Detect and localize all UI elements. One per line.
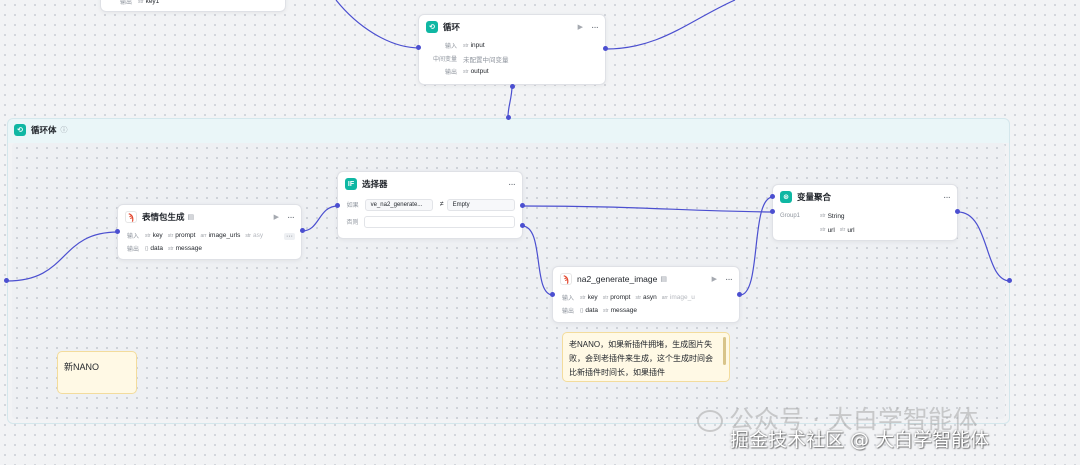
port[interactable] (335, 203, 340, 208)
aggregate-icon: ⊛ (780, 191, 792, 203)
output-chip: {}data (580, 307, 598, 314)
operator[interactable]: ≠ (439, 201, 444, 208)
variable-label: 中间变量 (432, 57, 457, 63)
port[interactable] (520, 203, 525, 208)
expand-more-icon[interactable]: ··· (284, 233, 295, 240)
play-icon[interactable]: ▶ (711, 276, 717, 283)
input-label: 输入 (561, 296, 574, 302)
more-icon[interactable]: ··· (508, 178, 516, 190)
node-title: 表情包生成 (142, 212, 185, 222)
node-title: 选择器 (362, 179, 388, 189)
doc-icon: ▤ (660, 276, 667, 283)
note-text: 新NANO (64, 362, 100, 372)
more-icon[interactable]: ··· (591, 21, 599, 33)
note-text: 老NANO，如果新插件拥堵，生成图片失败，会到老插件来生成，这个生成时间会比新插… (569, 340, 713, 377)
watermark-juejin: 掘金技术社区 @ 大白学智能体 (730, 429, 990, 451)
note-old-nano[interactable]: 老NANO，如果新插件拥堵，生成图片失败，会到老插件来生成，这个生成时间会比新插… (562, 332, 730, 382)
input-label: 输入 (444, 44, 457, 50)
if-icon: IF (345, 178, 357, 190)
condition-variable[interactable]: ve_na2_generate... (364, 198, 433, 211)
note-new-nano[interactable]: 新NANO (57, 351, 137, 394)
play-icon[interactable]: ▶ (577, 24, 583, 31)
plugin-icon: ϡ (560, 273, 572, 285)
play-icon[interactable]: ▶ (273, 214, 279, 221)
port[interactable] (506, 115, 511, 120)
port[interactable] (300, 228, 305, 233)
output-chip: {}data (145, 245, 163, 252)
loop-body-icon: ⟲ (14, 124, 26, 136)
condition-value[interactable]: Empty (446, 198, 515, 211)
loop-body-group[interactable]: ⟲ 循环体 ⓘ (7, 118, 1010, 424)
wechat-icon (697, 410, 723, 432)
info-icon[interactable]: ⓘ (60, 127, 68, 134)
type-icon: str (138, 0, 144, 5)
group-title: 循环体 (31, 125, 57, 135)
port[interactable] (770, 209, 775, 214)
else-branch[interactable] (364, 215, 515, 228)
port[interactable] (550, 292, 555, 297)
input-label: 输入 (126, 234, 139, 240)
more-icon[interactable]: ··· (725, 273, 733, 285)
more-icon[interactable]: ··· (943, 191, 951, 203)
output-label: 输出 (444, 70, 457, 76)
port[interactable] (115, 229, 120, 234)
output-label: 输出 (561, 309, 574, 315)
node-title: na2_generate_image (577, 274, 658, 284)
edge-loop-to-top-right (605, 0, 736, 50)
port[interactable] (520, 223, 525, 228)
else-label: 否则 (346, 220, 359, 226)
doc-icon: ▤ (187, 214, 195, 221)
port[interactable] (737, 292, 742, 297)
port[interactable] (510, 84, 515, 89)
edge-top-left-to-loop (335, 0, 421, 49)
edge-loop-to-body (507, 85, 513, 118)
port[interactable] (1007, 278, 1012, 283)
note-scrollbar[interactable] (723, 337, 726, 365)
output-label: 输出 (126, 247, 139, 253)
node-title: 循环 (443, 22, 461, 32)
variable-value: 未配置中间变量 (463, 56, 509, 64)
watermark-wechat: 公众号 · 大白学智能体 (697, 400, 978, 436)
port[interactable] (770, 194, 775, 199)
output-label: 输出 (119, 0, 132, 6)
port[interactable] (955, 209, 960, 214)
node-title: 变量聚合 (797, 192, 832, 202)
loop-icon: ⟲ (426, 21, 438, 33)
port[interactable] (4, 278, 9, 283)
selector-node[interactable]: IF 选择器 ··· 如果 ve_na2_generate... ≠ Empty… (337, 171, 523, 239)
port[interactable] (603, 46, 608, 51)
if-label: 如果 (346, 203, 359, 209)
more-icon[interactable]: ··· (287, 211, 295, 223)
port[interactable] (416, 45, 421, 50)
group-label: Group1 (780, 213, 801, 219)
plugin-icon: ϡ (125, 211, 137, 223)
